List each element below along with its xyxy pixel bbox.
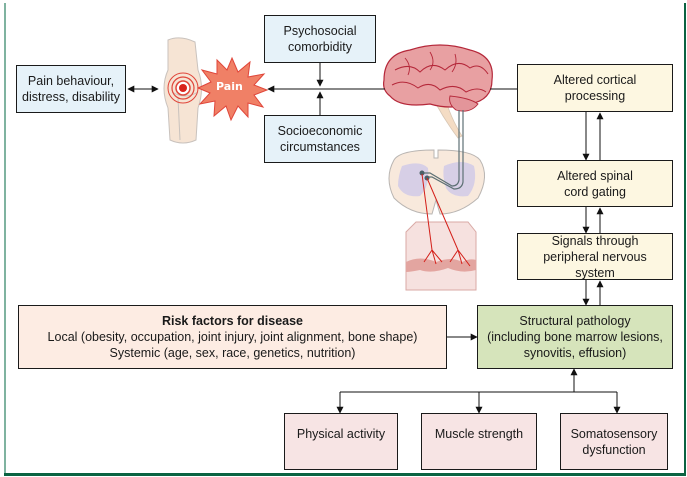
box-line: Physical activity [296,427,386,441]
frame-bottom-border [4,473,686,476]
box-line: processing [564,89,626,103]
pain-label: Pain [216,80,243,93]
box-line: Muscle strength [434,427,524,441]
box-line: dysfunction [582,443,646,457]
box-line: Somatosensory [570,427,658,441]
psychosocial-box: Psychosocial comorbidity [264,15,376,63]
risk-factors-local: Local (obesity, occupation, joint injury… [47,330,418,344]
pain-burst-icon [196,56,269,122]
structural-pathology-box: Structural pathology (including bone mar… [477,305,673,369]
risk-factors-systemic: Systemic (age, sex, race, genetics, nutr… [109,346,356,360]
frame-right-border [684,3,686,474]
box-line: Pain behaviour, [27,74,115,88]
box-line: comorbidity [288,40,352,54]
box-line: circumstances [280,140,360,154]
box-line: Socioeconomic [277,124,363,138]
altered-cortical-box: Altered cortical processing [517,64,673,112]
box-line: synovitis, effusion) [523,346,627,360]
box-line: Altered cortical [553,73,637,87]
physical-activity-box: Physical activity [284,413,398,470]
peripheral-signals-box: Signals through peripheral nervous syste… [517,233,673,280]
box-line: Altered spinal [557,168,633,183]
risk-factors-title: Risk factors for disease [161,314,304,328]
box-line: Structural pathology [519,314,631,328]
box-line: Signals through [551,233,639,248]
socioeconomic-box: Socioeconomic circumstances [264,115,376,163]
box-line: peripheral nervous system [543,249,647,280]
connector-lines [127,63,621,414]
box-line: distress, disability [22,90,120,104]
pain-target-icon [167,72,199,104]
frame-left-border [4,3,6,474]
altered-spinal-box: Altered spinal cord gating [517,160,673,207]
pain-behaviour-box: Pain behaviour, distress, disability [16,65,126,113]
spinal-cord-illustration [388,110,485,215]
box-line: Psychosocial [283,24,357,38]
muscle-strength-box: Muscle strength [421,413,537,470]
risk-factors-box: Risk factors for disease Local (obesity,… [18,305,447,369]
somatosensory-box: Somatosensory dysfunction [560,413,668,470]
tissue-illustration [405,173,477,291]
box-line: cord gating [564,184,626,199]
box-line: (including bone marrow lesions, [487,330,663,344]
brain-illustration [383,44,493,139]
